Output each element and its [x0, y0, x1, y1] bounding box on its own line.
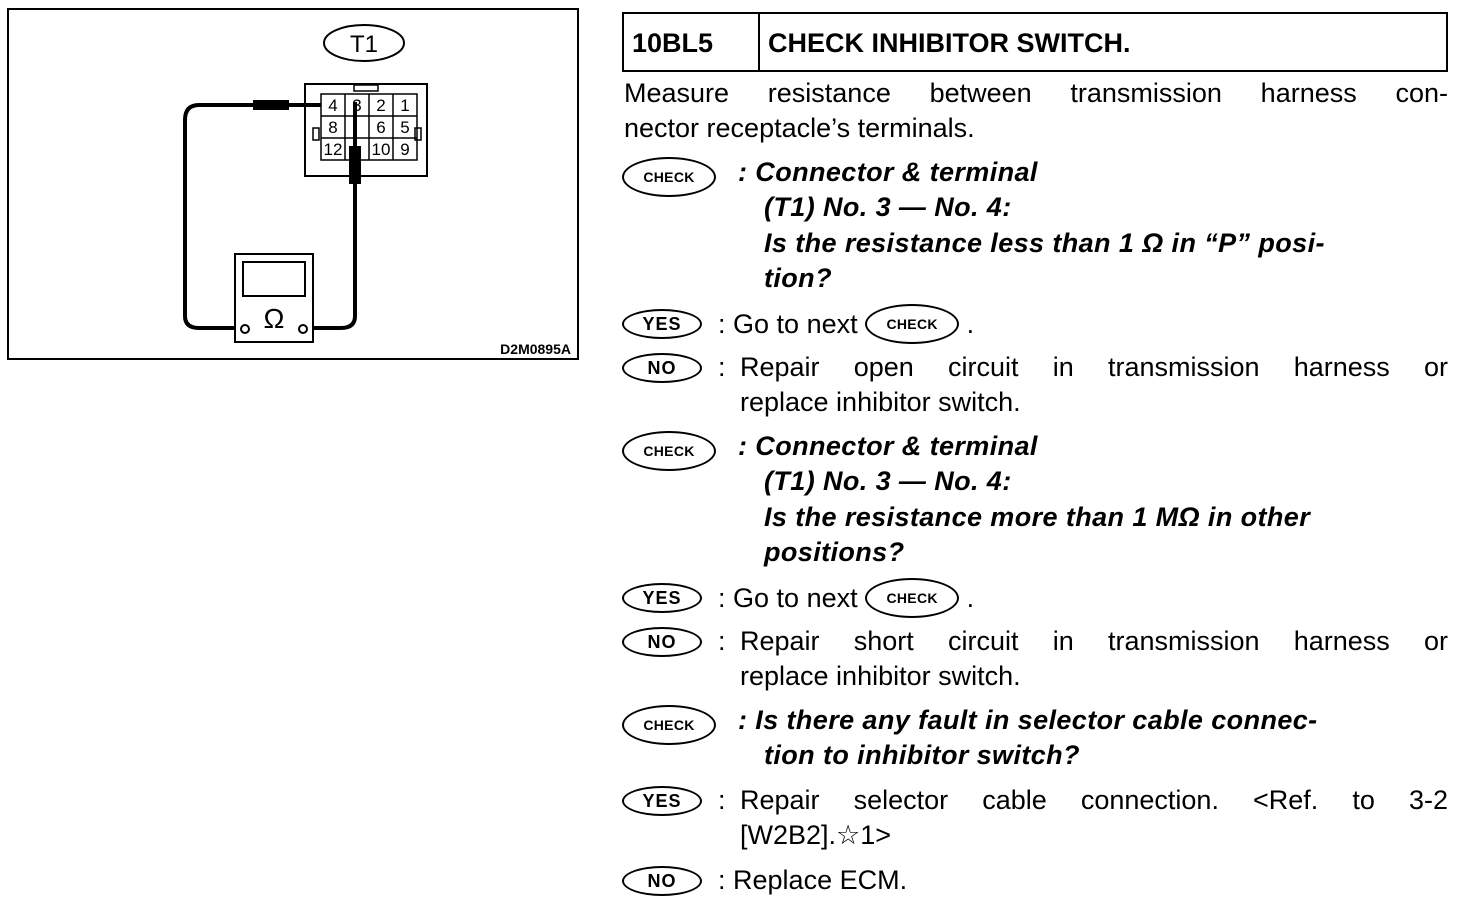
yes-3-line-2: [W2B2].☆1>	[740, 820, 892, 850]
step-title: CHECK INHIBITOR SWITCH.	[768, 28, 1131, 58]
terminal-6: 6	[376, 118, 385, 137]
connector-side-tab-right	[414, 127, 422, 141]
no-3-sep: :	[718, 865, 726, 895]
ohmmeter-terminal-left	[240, 324, 250, 334]
figure-code: D2M0895A	[500, 341, 571, 357]
ohmmeter-terminal-right	[298, 324, 308, 334]
right-probe-lead	[309, 102, 357, 330]
connector-label: T1	[350, 31, 378, 58]
inline-check-badge-2: CHECK	[865, 578, 960, 618]
yes-badge-3: YES	[622, 786, 702, 816]
no-1-sep: :	[718, 352, 726, 382]
yes-1-sep: :	[718, 309, 726, 340]
connector-housing	[304, 83, 428, 177]
no-1-line-1: Repair open circuit in transmission harn…	[740, 352, 1448, 382]
yes-badge-1: YES	[622, 309, 702, 339]
terminal-12: 12	[324, 140, 343, 159]
yes-1-after: .	[966, 309, 975, 340]
connector-side-tab-left	[312, 127, 320, 141]
check-badge-2: CHECK	[622, 431, 716, 471]
check-2-line-4: positions?	[764, 537, 905, 567]
no-badge-1: NO	[622, 353, 702, 383]
terminal-1: 1	[400, 96, 409, 115]
no-3-body: Replace ECM.	[733, 865, 908, 895]
no-2-line-1: Repair short circuit in transmission har…	[740, 626, 1448, 656]
terminal-grid	[320, 93, 418, 161]
no-1-line-2: replace inhibitor switch.	[740, 387, 1021, 417]
no-3-text: : Replace ECM.	[718, 863, 907, 898]
inline-check-badge-1: CHECK	[865, 304, 960, 344]
yes-3-sep: :	[718, 785, 726, 815]
step-header: 10BL5 CHECK INHIBITOR SWITCH.	[622, 12, 1448, 72]
check-1-line-1: : Connector & terminal	[738, 157, 1038, 187]
no-2-line-2: replace inhibitor switch.	[740, 661, 1021, 691]
yes-2-sep: :	[718, 583, 726, 614]
yes-1-before: Go to next	[733, 309, 858, 340]
step-number: 10BL5	[624, 14, 760, 70]
yes-badge-2: YES	[622, 583, 702, 613]
check-3-line-2: tion to inhibitor switch?	[764, 740, 1080, 770]
check-2-line-2: (T1) No. 3 — No. 4:	[764, 466, 1012, 496]
yes-2-text: : Go to next CHECK .	[718, 578, 975, 620]
check-2-line-3: Is the resistance more than 1 MΩ in othe…	[764, 502, 1311, 532]
connector-latch	[353, 84, 379, 92]
check-2-line-1: : Connector & terminal	[738, 431, 1038, 461]
terminal-9: 9	[400, 140, 409, 159]
left-probe-tip	[253, 100, 289, 110]
yes-3-line-1: Repair selector cable connection. <Ref. …	[740, 785, 1448, 815]
yes-2-before: Go to next	[733, 583, 858, 614]
no-badge-3: NO	[622, 866, 702, 896]
connector-diagram: T1 4 3 2 1 8 6 5 12 10 9	[7, 8, 579, 360]
terminal-2: 2	[376, 96, 385, 115]
no-badge-2: NO	[622, 627, 702, 657]
intro-line-2: nector receptacle’s terminals.	[624, 113, 975, 143]
terminal-4: 4	[328, 96, 337, 115]
check-1-line-3: Is the resistance less than 1 Ω in “P” p…	[764, 228, 1325, 258]
connector-label-oval	[323, 24, 405, 62]
terminal-8: 8	[328, 118, 337, 137]
right-probe-tip	[349, 146, 361, 184]
check-1-line-2: (T1) No. 3 — No. 4:	[764, 192, 1012, 222]
left-probe-lead	[183, 103, 321, 330]
check-badge-1: CHECK	[622, 157, 716, 197]
ohmmeter-display	[242, 261, 306, 297]
diagram-svg: T1 4 3 2 1 8 6 5 12 10 9	[183, 24, 571, 357]
yes-2-after: .	[966, 583, 975, 614]
intro-line-1: Measure resistance between transmission …	[624, 78, 1448, 108]
no-2-sep: :	[718, 626, 726, 656]
check-1-line-4: tion?	[764, 263, 832, 293]
yes-1-text: : Go to next CHECK .	[718, 304, 975, 346]
check-3-line-1: : Is there any fault in selector cable c…	[738, 705, 1318, 735]
terminal-5: 5	[400, 118, 409, 137]
ohm-symbol: Ω	[264, 303, 285, 334]
terminal-10: 10	[372, 140, 391, 159]
check-badge-3: CHECK	[622, 705, 716, 745]
